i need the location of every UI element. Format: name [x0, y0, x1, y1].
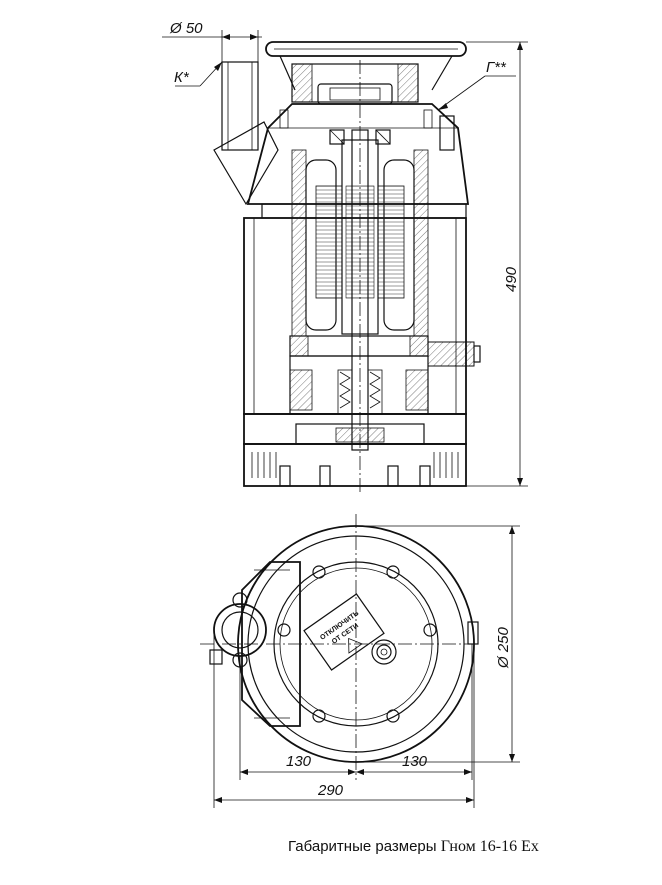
warning-plate: ОТКЛЮЧИТЬ ОТ СЕТИ [303, 593, 385, 671]
side-view: Ø 50 К* Г** [162, 20, 528, 495]
drawing-caption: Габаритные размеры Гном 16-16 Ex [288, 838, 539, 856]
height-dimension-label: 490 [503, 266, 520, 292]
top-view: ОТКЛЮЧИТЬ ОТ СЕТИ Ø 250 130 130 290 [200, 514, 520, 808]
caption-label: Габаритные размеры [288, 838, 437, 855]
overall-width-label: 290 [317, 782, 344, 799]
outlet-diameter-label: Ø 50 [169, 20, 203, 37]
caption-model: Гном 16-16 Ex [440, 838, 539, 855]
half-width-right-label: 130 [402, 753, 428, 770]
seal-mark-label: Г** [486, 59, 507, 76]
half-width-left-label: 130 [286, 753, 312, 770]
body-diameter-label: Ø 250 [495, 626, 512, 669]
strainer-slots [251, 452, 459, 478]
cable-mark-label: К* [174, 69, 190, 86]
